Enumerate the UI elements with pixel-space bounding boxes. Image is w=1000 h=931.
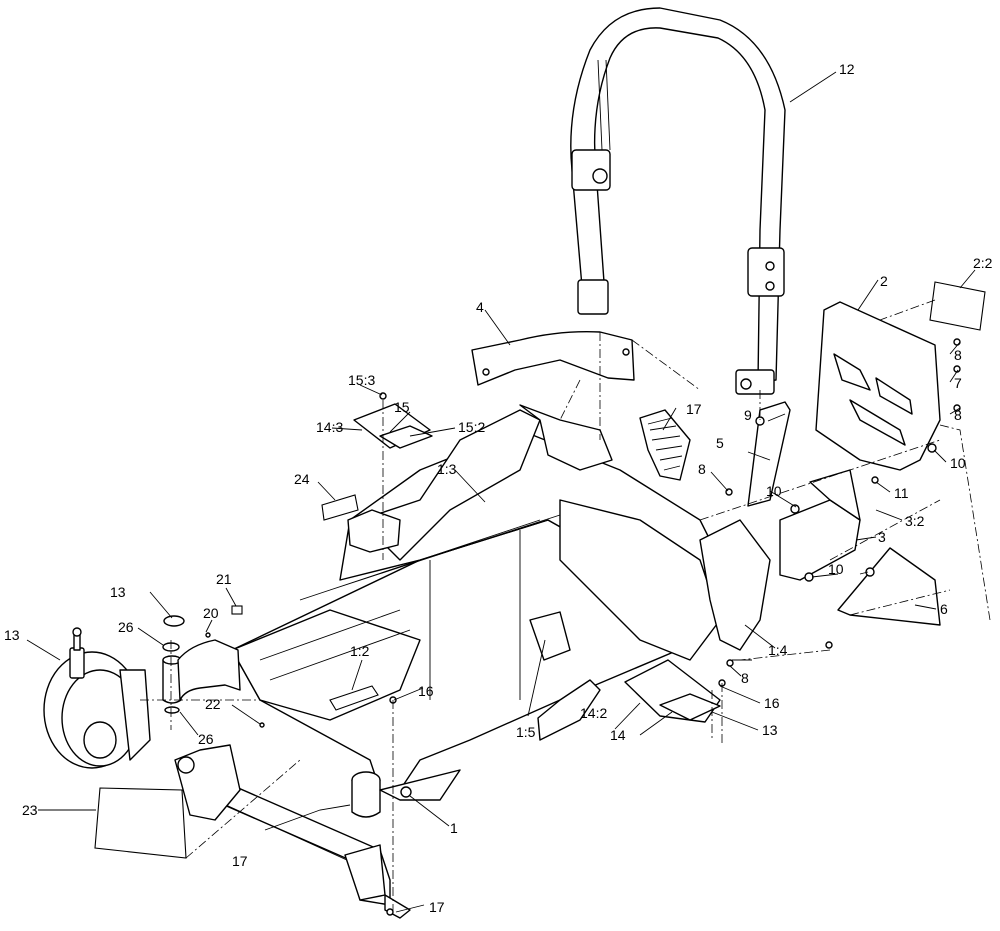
callout-10-center: 10 — [766, 483, 782, 499]
callout-10-right: 10 — [950, 455, 966, 471]
callout-9: 8 — [698, 461, 706, 477]
callout-13-bushing: 13 — [110, 584, 126, 600]
callout-12: 12 — [839, 61, 855, 77]
callout-26-bottom: 26 — [198, 731, 214, 747]
callout-26-top: 26 — [118, 619, 134, 635]
callout-2-2: 2:2 — [973, 255, 993, 271]
callout-21: 17 — [686, 401, 702, 417]
bracket-15 — [353, 403, 433, 449]
callout-8-top: 8 — [954, 347, 962, 363]
caster-wheel — [43, 627, 151, 769]
front-arm — [177, 639, 241, 701]
callout-15: 14:3 — [316, 419, 343, 435]
callout-1-3: 1:3 — [437, 461, 457, 477]
callout-14-3: 14:2 — [580, 705, 607, 721]
decal-24 — [94, 787, 187, 859]
cover-6 — [837, 547, 941, 626]
callout-15-3: 15:2 — [458, 419, 485, 435]
decal-1-2 — [329, 685, 379, 711]
callout-1: 1 — [450, 820, 458, 836]
caster-bushings — [162, 615, 185, 714]
callout-3-2: 3:2 — [905, 513, 925, 529]
callout-8-mid: 8 — [954, 407, 962, 423]
callout-25: 24 — [294, 471, 310, 487]
plate-14 — [624, 659, 721, 723]
callout-1-5: 1:5 — [516, 724, 536, 740]
callout-3: 3 — [878, 529, 886, 545]
cover-plate-4 — [471, 331, 635, 386]
callout-20: 20 — [203, 605, 219, 621]
guard-2 — [815, 301, 941, 471]
callout-1-2: 1:2 — [350, 643, 370, 659]
bracket-5 — [747, 401, 791, 507]
callout-10-lower: 10 — [828, 561, 844, 577]
callout-6: 6 — [940, 601, 948, 617]
decal-2-2 — [929, 281, 986, 331]
callout-7: 7 — [954, 375, 962, 391]
callout-1-4: 1:4 — [768, 642, 788, 658]
callout-11: 11 — [894, 485, 909, 501]
roll-bar — [570, 7, 786, 395]
callout-17-center: 16 — [418, 683, 434, 699]
callout-13-wheel: 13 — [4, 627, 20, 643]
callout-24: 23 — [22, 802, 38, 818]
callout-16-top: 15:3 — [348, 372, 375, 388]
callout-14: 13 — [762, 722, 778, 738]
callout-22: 21 — [216, 571, 232, 587]
callout-8-bottom: 8 — [741, 670, 749, 686]
callout-2: 2 — [880, 273, 888, 289]
callout-23: 22 — [205, 696, 221, 712]
decal-22 — [231, 605, 243, 615]
main-frame — [231, 404, 771, 818]
decal-25 — [321, 494, 359, 521]
callout-15-2: 15 — [394, 399, 410, 415]
assembly-lines — [140, 299, 991, 912]
leader-lines — [26, 71, 976, 913]
callout-17-axle: 17 — [232, 853, 248, 869]
shield-21 — [639, 409, 691, 481]
callout-4: 4 — [476, 299, 484, 315]
callout-10-upper: 9 — [744, 407, 752, 423]
bracket-3 — [779, 469, 861, 581]
callout-5: 5 — [716, 435, 724, 451]
callout-17-bottom: 17 — [429, 899, 445, 915]
callout-14-2: 14 — [610, 727, 626, 743]
callout-16-right: 16 — [764, 695, 780, 711]
